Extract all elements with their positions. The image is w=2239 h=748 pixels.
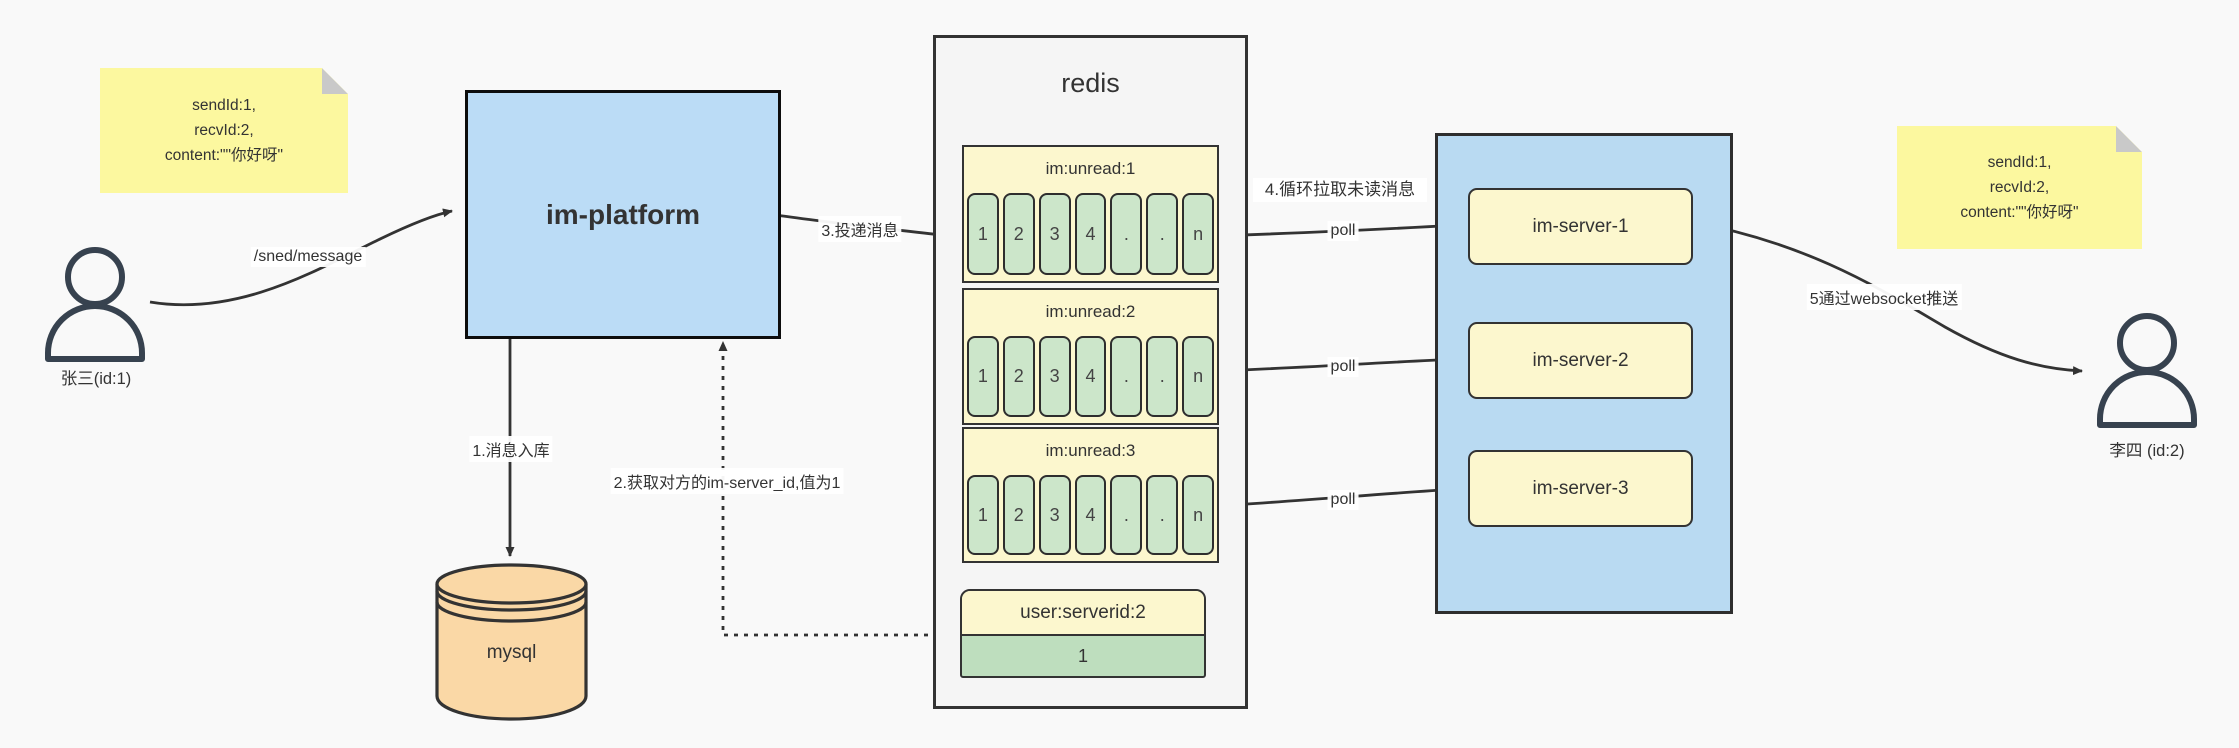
queue-cell: 1 [967, 336, 999, 417]
edge-label-step1: 1.消息入库 [469, 436, 553, 462]
queue-im-unread-3: im:unread:3 1 2 3 4 . . n [962, 427, 1219, 563]
queue-cell: n [1182, 336, 1215, 417]
sticky-note-left: sendId:1, recvId:2, content:""你好呀" [100, 68, 348, 193]
queue-cell: 3 [1038, 475, 1071, 555]
im-server-3-box: im-server-3 [1468, 450, 1693, 527]
queue-cell: n [1182, 193, 1215, 275]
edge-label-poll-1: poll [1327, 221, 1359, 241]
queue-cell: 4 [1074, 475, 1107, 555]
edge-label-send-message: /sned/message [250, 247, 366, 267]
im-platform-box: im-platform [465, 90, 781, 339]
queue-cells: 1 2 3 4 . . n [967, 193, 1215, 275]
database-cylinder-icon [435, 563, 588, 721]
queue-cell: . [1146, 336, 1179, 417]
user-icon [2097, 313, 2197, 428]
edge-label-step2: 2.获取对方的im-server_id,值为1 [610, 468, 844, 494]
queue-cell: . [1110, 193, 1143, 275]
queue-cell: 2 [1002, 336, 1035, 417]
mysql-label: mysql [486, 642, 537, 663]
queue-cell: 4 [1074, 336, 1107, 417]
mapping-key: user:serverid:2 [962, 591, 1204, 636]
edge-label-step4: 4.循环拉取未读消息 [1253, 177, 1427, 203]
mapping-value: 1 [1077, 645, 1088, 666]
user-serverid-mapping: user:serverid:2 1 [960, 589, 1206, 678]
im-server-1-box: im-server-1 [1468, 188, 1693, 265]
queue-im-unread-1: im:unread:1 1 2 3 4 . . n [962, 145, 1219, 283]
note-line: recvId:2, [194, 121, 254, 139]
queue-cell: 2 [1002, 193, 1035, 275]
note-line: content:""你好呀" [164, 147, 284, 165]
im-platform-label: im-platform [546, 198, 700, 230]
redis-container: redis im:unread:1 1 2 3 4 . . n im:unrea… [933, 35, 1248, 709]
queue-cell: . [1146, 193, 1179, 275]
queue-cell: 3 [1038, 193, 1071, 275]
queue-cell: 1 [967, 475, 999, 555]
queue-cell: 4 [1074, 193, 1107, 275]
queue-title: im:unread:3 [1045, 441, 1136, 460]
queue-cell: n [1182, 475, 1215, 555]
sticky-note-right: sendId:1, recvId:2, content:""你好呀" [1897, 126, 2142, 249]
edge-label-step3: 3.投递消息 [818, 216, 902, 242]
queue-cell: 2 [1002, 475, 1035, 555]
queue-cell: 1 [967, 193, 999, 275]
queue-title: im:unread:1 [1045, 159, 1136, 178]
queue-cell: . [1110, 475, 1143, 555]
note-fold-icon [2116, 126, 2142, 152]
note-line: recvId:2, [1989, 178, 2050, 196]
edge-label-poll-2: poll [1327, 357, 1359, 377]
redis-title: redis [1061, 68, 1120, 98]
queue-cell: . [1110, 336, 1143, 417]
queue-cell: . [1146, 475, 1179, 555]
queue-im-unread-2: im:unread:2 1 2 3 4 . . n [962, 288, 1219, 425]
note-line: content:""你好呀" [1960, 204, 2079, 222]
edge-label-poll-3: poll [1327, 490, 1359, 510]
im-server-cluster: im-server-1 im-server-2 im-server-3 [1435, 133, 1733, 614]
queue-cells: 1 2 3 4 . . n [967, 336, 1215, 417]
sender-label: 张三(id:1) [60, 370, 132, 388]
queue-title: im:unread:2 [1045, 302, 1136, 321]
queue-cell: 3 [1038, 336, 1071, 417]
note-fold-icon [322, 68, 348, 94]
note-line: sendId:1, [192, 96, 256, 114]
user-icon [45, 247, 145, 362]
mysql-database: mysql [433, 560, 590, 722]
queue-cells: 1 2 3 4 . . n [967, 475, 1215, 555]
receiver-label: 李四 (id:2) [2109, 442, 2185, 460]
note-line: sendId:1, [1987, 153, 2052, 171]
im-server-2-box: im-server-2 [1468, 322, 1693, 399]
edge-label-step5: 5通过websocket推送 [1806, 284, 1962, 310]
